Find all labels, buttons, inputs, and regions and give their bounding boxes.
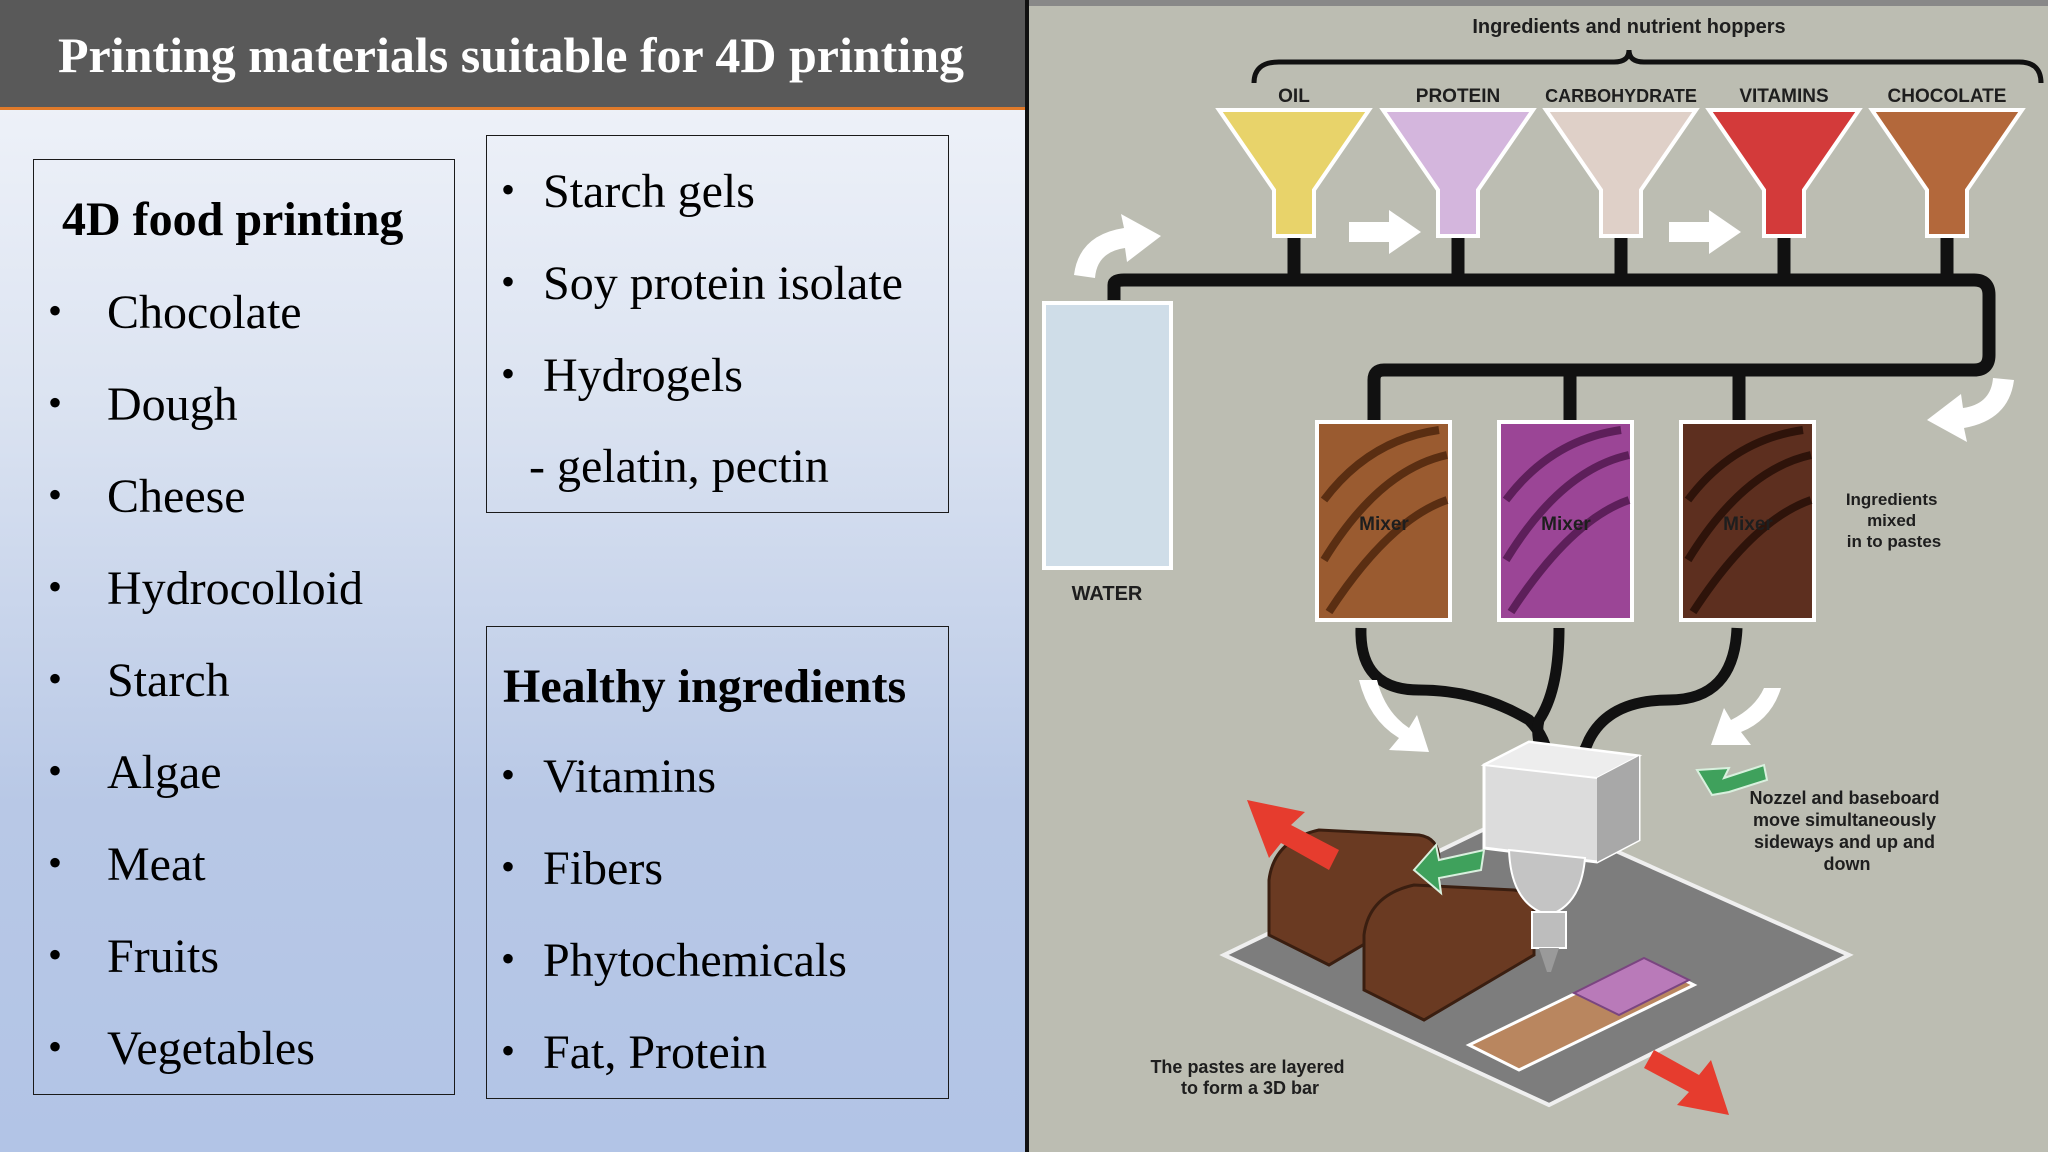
food-item: Algae [107,746,222,799]
hoppers-bracket [1251,49,2044,84]
healthy-item: Fat, Protein [543,1026,767,1079]
food-item: Chocolate [107,286,302,339]
bullet-icon: • [48,840,63,885]
flow-arrow-right-icon [1669,210,1741,254]
purple-paste-layer [1571,956,1692,1017]
mixer-dark: Mixer [1679,420,1816,622]
hopper-label: PROTEIN [1416,86,1500,107]
curved-arrow-icon [1359,680,1429,752]
hopper-label: CHOCOLATE [1888,86,2007,107]
healthy-item: Phytochemicals [543,934,847,987]
bullet-icon: • [501,1028,516,1073]
gels-subitem: - gelatin, pectin [529,440,829,493]
hopper-vitamins: VITAMINS [1705,86,1863,238]
direction-arrow-red-icon [1644,1050,1729,1115]
food-item: Cheese [107,470,246,523]
title-bar: Printing materials suitable for 4D print… [0,0,1025,110]
healthy-box: Healthy ingredients • Vitamins • Fibers • Phy… [486,626,949,1099]
hopper-chocolate: CHOCOLATE [1868,86,2026,238]
flow-arrow-right-icon [1349,210,1421,254]
food-item: Starch [107,654,230,707]
bullet-icon: • [48,288,63,333]
hopper-label: VITAMINS [1739,86,1828,107]
bullet-icon: • [501,752,516,797]
gels-box: • Starch gels • Soy protein isolate • Hydroge… [486,135,949,513]
slide-title: Printing materials suitable for 4D print… [58,27,965,83]
print-nozzle [1480,740,1643,972]
healthy-heading: Healthy ingredients [503,660,907,713]
gel-item: Starch gels [543,165,755,218]
hopper-pipes [1107,238,1996,420]
food-item: Fruits [107,930,220,983]
food-item: Dough [107,378,238,431]
water-label: WATER [1072,583,1143,605]
hopper-label: CARBOHYDRATE [1545,86,1697,106]
bullet-icon: • [48,564,63,609]
bullet-icon: • [48,748,63,793]
gel-item: Soy protein isolate [543,257,903,310]
diagram-panel: Ingredients and nutrient hoppers OIL PROT… [1029,0,2048,1152]
mixed-note: Ingredients mixed in to pastes [1846,490,1942,551]
direction-arrow-green-icon [1695,763,1769,797]
direction-arrow-red-icon [1247,800,1339,870]
curved-arrow-icon [1074,214,1161,278]
mixer-label: Mixer [1723,514,1773,535]
gel-item: Hydrogels [543,349,743,402]
nozzle-note: Nozzel and baseboard move simultaneously… [1749,788,1944,874]
hoppers-group: OIL PROTEIN CARBOHYDRATE VITAMINS CHOCOLATE [1215,86,2026,238]
hopper-oil: OIL [1215,86,1373,238]
bullet-icon: • [48,472,63,517]
layer-note: The pastes are layered to form a 3D bar [1150,1057,1349,1098]
bullet-icon: • [501,167,516,212]
bullet-icon: • [501,259,516,304]
bullet-icon: • [501,351,516,396]
direction-arrow-green-icon [1412,842,1486,896]
healthy-item: Fibers [543,842,663,895]
healthy-item: Vitamins [543,750,717,803]
food-printing-heading: 4D food printing [62,193,404,246]
hoppers-title: Ingredients and nutrient hoppers [1472,16,1785,38]
bullet-icon: • [48,932,63,977]
food-item: Meat [107,838,206,891]
food-item: Vegetables [107,1022,315,1075]
curved-arrow-icon [1927,378,2014,442]
bullet-icon: • [48,380,63,425]
bullet-icon: • [48,656,63,701]
left-panel: Printing materials suitable for 4D print… [0,0,1025,1152]
food-printer-diagram: Ingredients and nutrient hoppers OIL PROT… [1029,0,2048,1152]
mixer-label: Mixer [1359,514,1409,535]
mixer-label: Mixer [1541,514,1591,535]
food-item: Hydrocolloid [107,562,363,615]
bullet-icon: • [501,844,516,889]
mixer-brown: Mixer [1315,420,1452,622]
hopper-carbohydrate: CARBOHYDRATE [1542,86,1700,238]
mixer-purple: Mixer [1497,420,1634,622]
bullet-icon: • [48,1024,63,1069]
hopper-protein: PROTEIN [1379,86,1537,238]
hopper-label: OIL [1278,86,1310,107]
water-tank [1042,301,1173,570]
curved-arrow-icon [1711,688,1781,745]
bullet-icon: • [501,936,516,981]
food-printing-box: 4D food printing • Chocolate • Dough • Cheese… [33,159,455,1095]
divider [1025,0,1029,1152]
diagram-top-edge [1029,0,2048,6]
